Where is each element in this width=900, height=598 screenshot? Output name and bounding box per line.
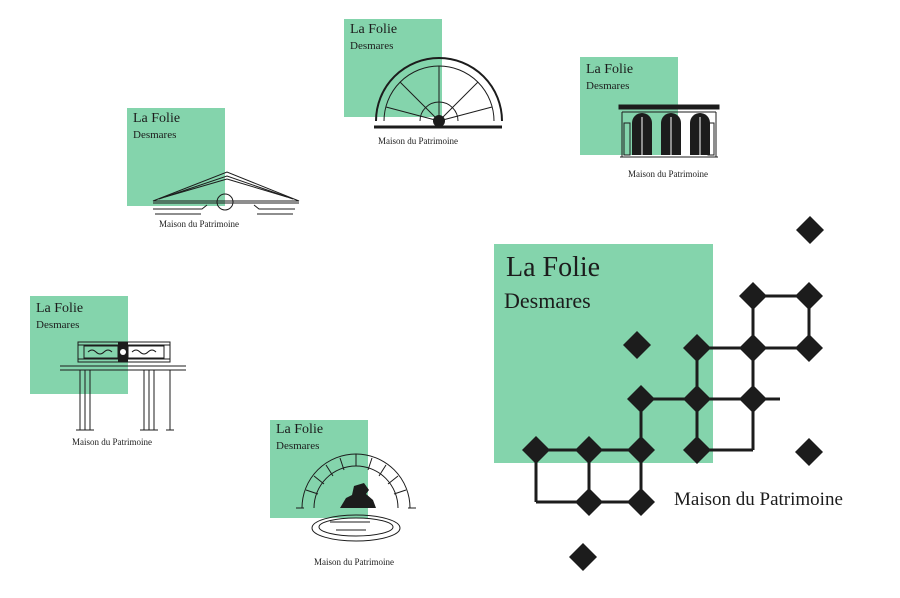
arcade-windows-icon xyxy=(618,104,720,158)
pediment-icon xyxy=(152,171,300,215)
green-square xyxy=(127,108,225,206)
brand-title: La Folie xyxy=(276,422,324,437)
brand-title: La Folie xyxy=(36,301,84,316)
brand-subtitle: Desmares xyxy=(133,129,177,141)
logo-variant-lattice: La Folie Desmares xyxy=(494,214,874,584)
logo-variant-portal: La Folie Desmares Maison du Patrimoin xyxy=(30,296,200,456)
logo-variant-fountain: La Folie Desmares Maison du Patrimoine xyxy=(270,420,440,570)
brand-tagline: Maison du Patrimoine xyxy=(314,557,394,567)
logo-variant-fanlight: La Folie Desmares Maison du Patrimoine xyxy=(344,19,504,151)
portal-columns-icon xyxy=(60,341,186,431)
brand-subtitle: Desmares xyxy=(276,440,320,452)
brand-title: La Folie xyxy=(350,22,398,37)
brand-subtitle: Desmares xyxy=(36,319,80,331)
brand-title: La Folie xyxy=(586,62,634,77)
diamond-lattice-icon xyxy=(522,216,824,571)
brand-subtitle: Desmares xyxy=(504,288,591,313)
brand-title: La Folie xyxy=(506,252,601,283)
logo-variant-pediment: La Folie Desmares Maison du Patrimoine xyxy=(127,108,307,233)
brand-subtitle: Desmares xyxy=(586,80,630,92)
brand-title: La Folie xyxy=(133,111,181,126)
brand-subtitle: Desmares xyxy=(350,40,394,52)
brand-tagline: Maison du Patrimoine xyxy=(378,136,458,146)
logo-variant-arcade: La Folie Desmares Maison du Patrimoine xyxy=(580,57,730,182)
brand-tagline: Maison du Patrimoine xyxy=(159,219,239,229)
brand-tagline: Maison du Patrimoine xyxy=(628,169,708,179)
green-square xyxy=(494,244,713,463)
fountain-icon xyxy=(296,453,416,542)
fanlight-icon xyxy=(374,57,503,129)
brand-tagline: Maison du Patrimoine xyxy=(72,437,152,447)
brand-tagline: Maison du Patrimoine xyxy=(674,489,843,510)
